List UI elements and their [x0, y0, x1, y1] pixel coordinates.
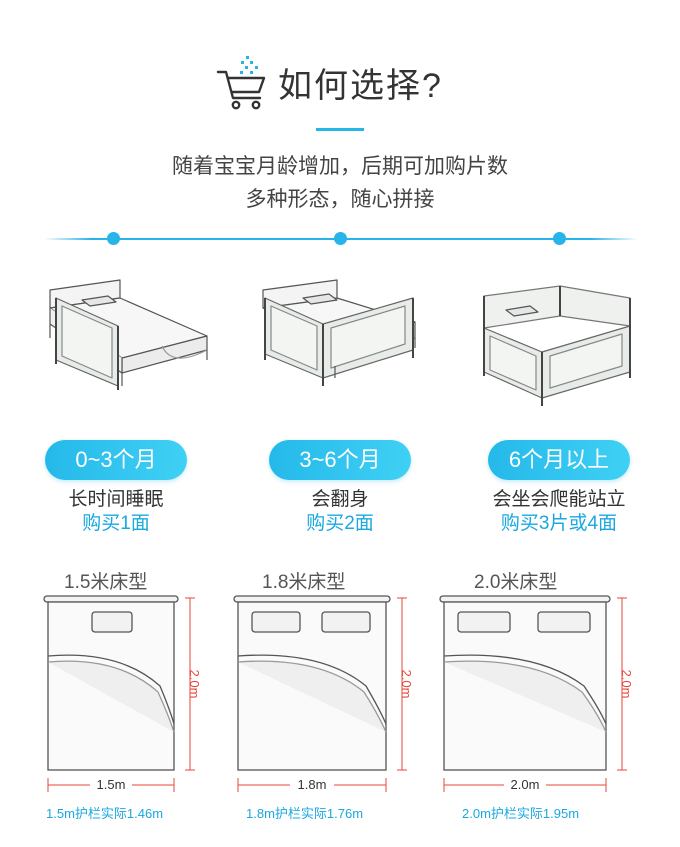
subtitle-line-1: 随着宝宝月龄增加，后期可加购片数: [172, 155, 508, 178]
stage-0-3-months: 0~3个月 长时间睡眠 购买1面: [6, 440, 226, 536]
stage-purchase: 购买3片或4面: [500, 513, 618, 534]
timeline-dot: [334, 232, 347, 245]
length-label: 2.0m: [619, 670, 634, 699]
bed-one-rail-illustration: [49, 279, 208, 390]
stage-3-6-months: 3~6个月 会翻身 购买2面: [230, 440, 450, 536]
bed-size-title: 1.5米床型: [64, 572, 148, 593]
timeline-dot: [107, 232, 120, 245]
length-label: 2.0m: [187, 670, 202, 699]
stage-purchase: 购买2面: [306, 513, 374, 534]
bed-two-rails-illustration: [262, 279, 416, 386]
bed-plan-2-0m: 2.0m 2.0m: [439, 595, 634, 792]
page-title: 如何选择?: [278, 67, 443, 105]
stage-description: 会坐会爬能站立: [492, 489, 626, 510]
subtitle: 随着宝宝月龄增加，后期可加购片数 多种形态，随心拼接: [0, 150, 680, 216]
page-header: 如何选择?: [0, 40, 680, 120]
bed-size-title: 2.0米床型: [474, 572, 558, 593]
length-label: 2.0m: [399, 670, 414, 699]
bed-plan-1-5m: 2.0m 1.5m: [43, 595, 202, 792]
rail-actual-width-note: 1.5m护栏实际1.46m: [46, 806, 164, 821]
subtitle-line-2: 多种形态，随心拼接: [245, 188, 435, 211]
stage-description: 长时间睡眠: [68, 489, 164, 510]
title-underline: [316, 128, 364, 131]
width-dimension: 2.0m: [511, 777, 540, 792]
rail-actual-width-note: 2.0m护栏实际1.95m: [462, 806, 580, 821]
age-pill: 6个月以上: [488, 440, 630, 480]
timeline-dot: [553, 232, 566, 245]
width-dimension: 1.5m: [97, 777, 126, 792]
width-dimension: 1.8m: [298, 777, 327, 792]
timeline: [44, 232, 638, 245]
shopping-cart-icon: [216, 56, 266, 110]
age-pill: 3~6个月: [269, 440, 411, 480]
stage-6-months-plus: 6个月以上 会坐会爬能站立 购买3片或4面: [449, 440, 669, 536]
stage-description: 会翻身: [311, 489, 369, 510]
age-pill: 0~3个月: [45, 440, 187, 480]
bed-four-rails-illustration: [483, 285, 631, 406]
bed-size-title: 1.8米床型: [262, 572, 346, 593]
rail-actual-width-note: 1.8m护栏实际1.76m: [246, 806, 364, 821]
stage-purchase: 购买1面: [82, 513, 150, 534]
bed-plan-1-8m: 2.0m 1.8m: [233, 595, 414, 792]
